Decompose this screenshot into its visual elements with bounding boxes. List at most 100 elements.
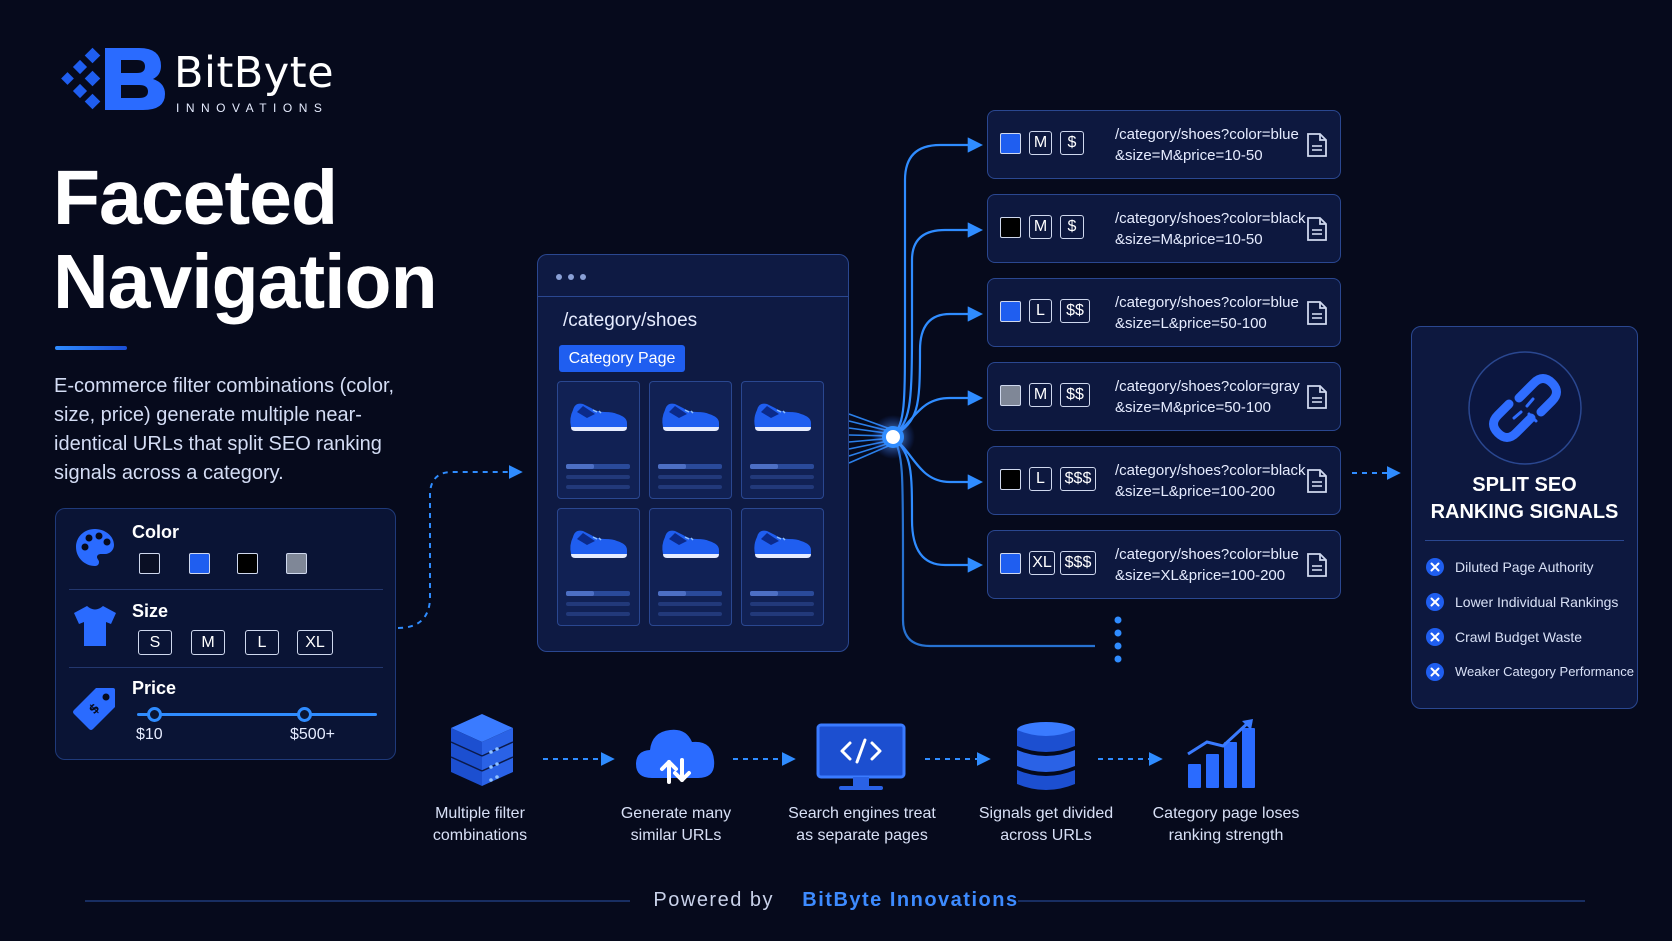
product-card[interactable] <box>741 381 824 499</box>
price-slider-track[interactable] <box>137 713 377 716</box>
placeholder-line <box>658 602 722 606</box>
variant-url-line-2: &size=XL&price=100-200 <box>1115 567 1286 584</box>
issue-item: Crawl Budget Waste <box>1455 629 1583 645</box>
product-card[interactable] <box>557 381 640 499</box>
color-swatch-black[interactable] <box>237 553 258 574</box>
variant-color-swatch <box>1000 469 1021 490</box>
placeholder-line <box>658 475 722 479</box>
category-page-badge[interactable]: Category Page <box>559 345 685 372</box>
product-card[interactable] <box>741 508 824 626</box>
broken-link-icon <box>1468 351 1582 465</box>
branch-line-6 <box>892 436 984 573</box>
price-min-value: $10 <box>136 726 163 743</box>
window-dot <box>580 274 586 280</box>
url-variant-row[interactable]: L$$/category/shoes?color=blue&size=L&pri… <box>987 278 1341 347</box>
product-card[interactable] <box>557 508 640 626</box>
url-variant-row[interactable]: M $ /category/shoes?color=blue&size=M&pric… <box>987 110 1341 179</box>
color-swatch-gray[interactable] <box>286 553 307 574</box>
variant-price-chip: $ <box>1060 131 1084 155</box>
variant-url-line-1: /category/shoes?color=blue <box>1115 294 1299 311</box>
price-tag-icon: $ <box>73 688 115 730</box>
variant-url-line-1: /category/shoes?color=black <box>1115 210 1306 227</box>
price-label: Price <box>132 678 177 698</box>
title-underline <box>55 346 127 350</box>
browser-divider <box>538 296 848 297</box>
size-label: Size <box>132 601 169 621</box>
bar-chart-icon <box>1187 719 1255 788</box>
brand-name: BitByte <box>174 48 335 98</box>
placeholder-line <box>658 612 722 616</box>
title-line-1: Faceted <box>53 155 338 241</box>
brand-tagline: INNOVATIONS <box>176 101 329 115</box>
variant-size-chip: M <box>1029 215 1052 239</box>
placeholder-line <box>566 591 594 596</box>
document-icon <box>1306 384 1328 415</box>
variant-url-line-2: &size=M&price=10-50 <box>1115 147 1263 164</box>
cloud-icon <box>636 729 715 784</box>
placeholder-line <box>566 485 630 489</box>
document-icon <box>1306 300 1328 331</box>
browser-url[interactable]: /category/shoes <box>563 310 698 331</box>
flow-step-line-2: similar URLs <box>630 827 722 844</box>
url-variant-row[interactable]: XL$$$/category/shoes?color=blue&size=XL&… <box>987 530 1341 599</box>
size-option-l[interactable]: L <box>245 630 279 655</box>
filter-panel: Color Size S M L XL $ Price $10 $500+ <box>55 508 396 760</box>
size-option-xl[interactable]: XL <box>297 630 333 655</box>
window-dot <box>556 274 562 280</box>
page-title: Faceted Navigation <box>53 155 438 325</box>
document-icon <box>1306 132 1328 163</box>
monitor-code-icon <box>816 723 906 790</box>
window-dot <box>568 274 574 280</box>
price-slider-min-handle[interactable] <box>147 707 162 722</box>
filter-divider <box>69 589 383 590</box>
color-swatch-blue[interactable] <box>189 553 210 574</box>
brand-logo-icon <box>61 47 165 110</box>
issue-item: Weaker Category Performance <box>1455 664 1634 679</box>
variant-url-line-2: &size=L&price=100-200 <box>1115 483 1276 500</box>
footer-prefix: Powered by <box>653 889 775 911</box>
color-label: Color <box>132 522 179 542</box>
result-panel: SPLIT SEO RANKING SIGNALS Diluted Page A… <box>1411 326 1638 709</box>
variant-size-chip: XL <box>1029 551 1055 575</box>
placeholder-line <box>566 464 630 469</box>
placeholder-line <box>750 485 814 489</box>
hub-node <box>882 426 904 448</box>
placeholder-line <box>750 464 778 469</box>
variant-url-line-1: /category/shoes?color=blue <box>1115 126 1299 143</box>
variant-size-chip: M <box>1029 131 1052 155</box>
price-slider-max-handle[interactable] <box>297 707 312 722</box>
flow-step-line-1: Generate many <box>620 805 732 822</box>
placeholder-line <box>658 464 722 469</box>
variant-color-swatch <box>1000 217 1021 238</box>
size-option-m[interactable]: M <box>191 630 225 655</box>
server-icon <box>450 714 514 786</box>
variant-url-line-1: /category/shoes?color=blue <box>1115 546 1299 563</box>
url-variant-row[interactable]: M$/category/shoes?color=black&size=M&pri… <box>987 194 1341 263</box>
flow-step-line-1: Signals get divided <box>978 805 1114 822</box>
product-card[interactable] <box>649 508 732 626</box>
footer-brand[interactable]: BitByte Innovations <box>802 889 1019 911</box>
color-swatch-white[interactable] <box>139 553 160 574</box>
url-variant-row[interactable]: L$$$/category/shoes?color=black&size=L&p… <box>987 446 1341 515</box>
placeholder-line <box>658 464 686 469</box>
title-line-2: Navigation <box>53 239 438 325</box>
variant-price-chip: $$ <box>1060 383 1090 407</box>
variant-url-line-1: /category/shoes?color=black <box>1115 462 1306 479</box>
description: E-commerce filter combinations (color, s… <box>54 375 395 484</box>
size-option-s[interactable]: S <box>138 630 172 655</box>
url-variant-row[interactable]: M$$/category/shoes?color=gray&size=M&pri… <box>987 362 1341 431</box>
footer: Powered by BitByte Innovations <box>0 889 1672 912</box>
price-max-value: $500+ <box>290 726 335 743</box>
tshirt-icon <box>74 606 116 646</box>
variant-url-line-1: /category/shoes?color=gray <box>1115 378 1300 395</box>
issue-item: Diluted Page Authority <box>1455 559 1594 575</box>
issue-item: Lower Individual Rankings <box>1455 594 1619 610</box>
placeholder-line <box>658 591 722 596</box>
flow-step-line-1: Search engines treat <box>788 805 936 822</box>
product-card[interactable] <box>649 381 732 499</box>
variant-color-swatch <box>1000 133 1021 154</box>
shoe-icon <box>751 396 815 439</box>
flow-step-line-1: Multiple filter <box>435 805 525 822</box>
